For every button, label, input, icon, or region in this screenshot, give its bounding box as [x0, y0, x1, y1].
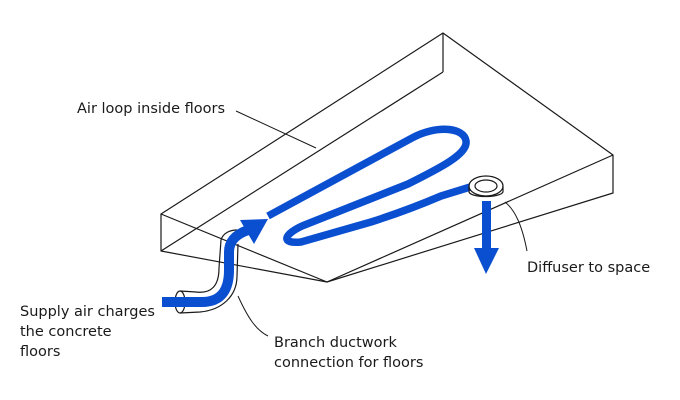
concrete-slab — [160, 32, 614, 283]
supply-air-label: Supply air charges the concrete floors — [20, 302, 155, 362]
supply-air-label-line: Supply air charges — [20, 304, 155, 320]
supply-air-label-line: the concrete — [20, 324, 112, 340]
air-loop-label: Air loop inside floors — [77, 101, 226, 117]
branch-ductwork-label-line: Branch ductwork — [274, 335, 397, 351]
diffuser-label: Diffuser to space — [527, 260, 651, 276]
leader-air-loop — [235, 110, 317, 149]
leader-lines — [235, 110, 528, 337]
diffuser-down-arrow — [474, 201, 499, 274]
slab-front-edge — [160, 155, 614, 283]
leader-diffuser — [504, 201, 528, 252]
slab-back-edge — [160, 71, 444, 252]
branch-ductwork-label: Branch ductwork connection for floors — [274, 333, 423, 373]
air-loop-path — [266, 125, 482, 247]
branch-ductwork-label-line: connection for floors — [274, 355, 424, 371]
leader-branch — [237, 295, 269, 337]
supply-air-label-line: floors — [20, 344, 61, 360]
supply-air-arrow — [162, 219, 268, 307]
diffuser — [468, 175, 504, 198]
